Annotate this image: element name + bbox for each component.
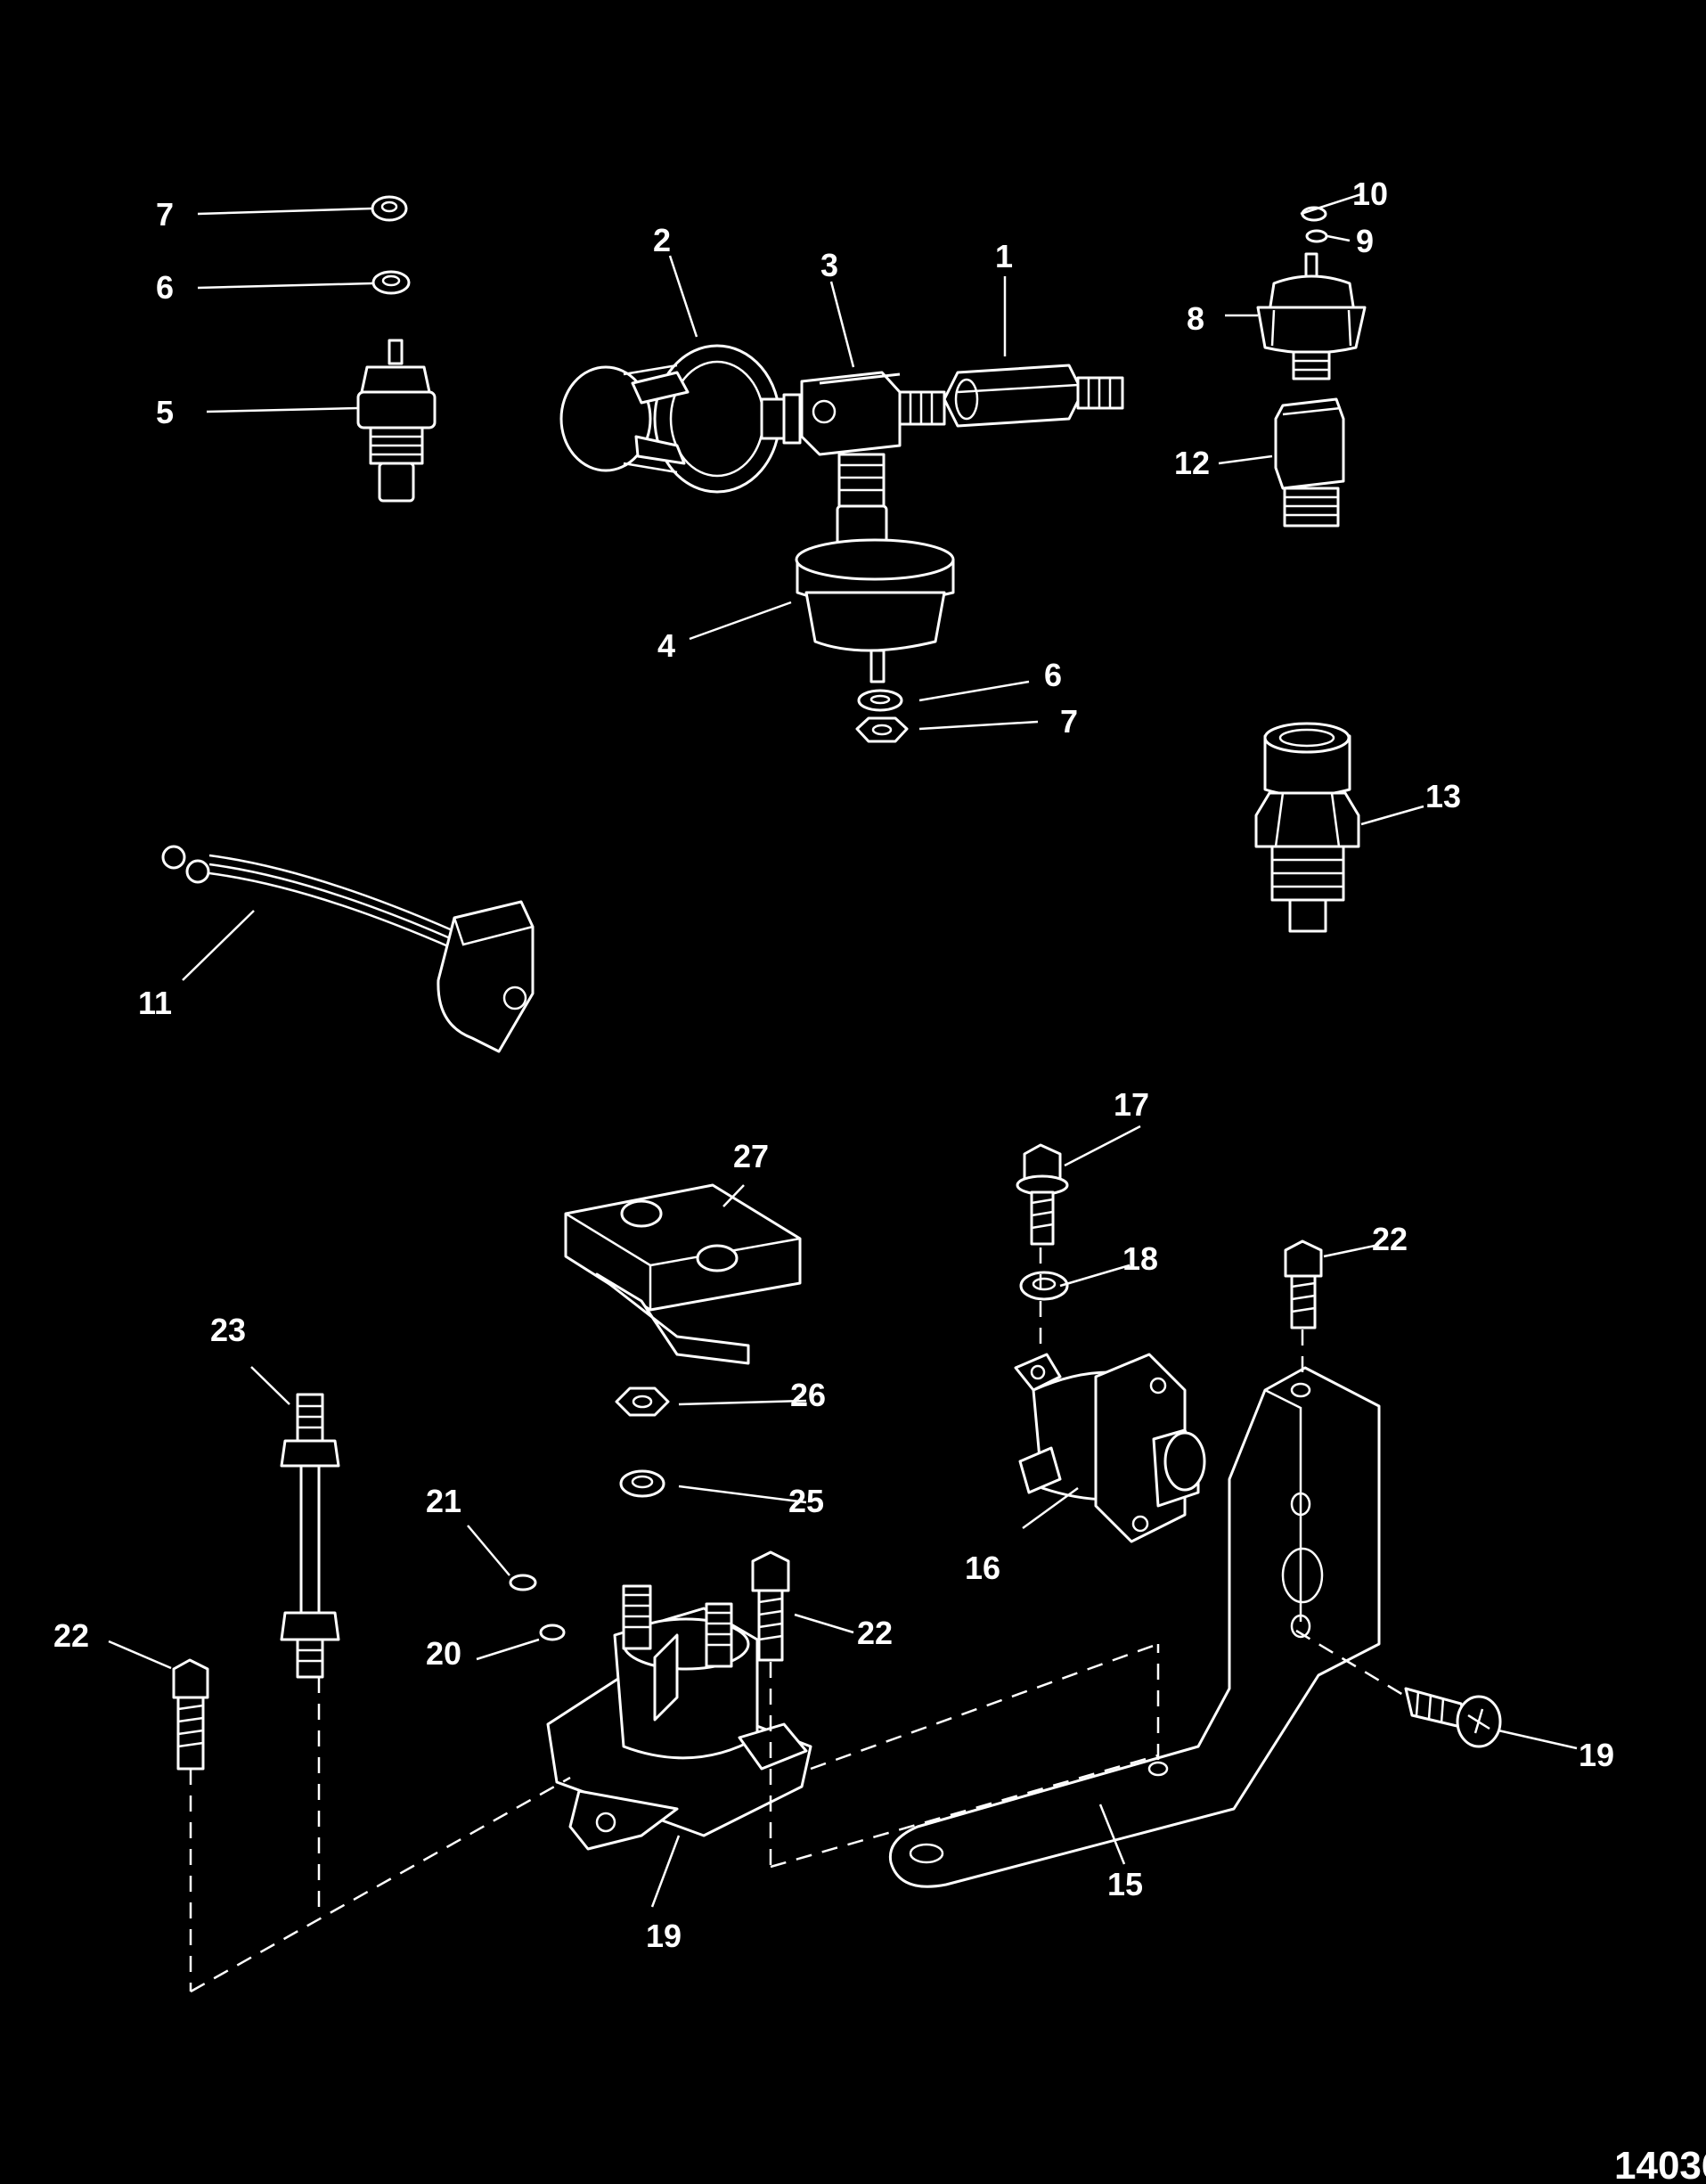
callout-9: 9 — [1356, 223, 1374, 259]
callout-23-left: 22 — [53, 1617, 89, 1654]
part-1-hex-adapter — [943, 364, 1124, 428]
part-6-washer-lower — [857, 689, 903, 712]
part-15-mounting-bracket — [888, 1366, 1381, 1888]
callout-25: 25 — [788, 1483, 824, 1519]
callout-5: 5 — [156, 394, 174, 430]
callout-12: 12 — [1174, 445, 1210, 481]
callout-27: 27 — [733, 1138, 769, 1174]
callout-23-right: 22 — [1372, 1221, 1408, 1257]
part-27-terminal-cover — [564, 1183, 802, 1365]
part-21-terminal-washer — [539, 1624, 566, 1641]
callout-24: 23 — [210, 1312, 246, 1348]
part-13-switch-fitting — [1254, 722, 1360, 933]
alignment-lines — [189, 1247, 1408, 1993]
callout-11: 11 — [138, 985, 172, 1021]
part-5-temperature-sender — [356, 339, 437, 503]
callout-17: 17 — [1114, 1086, 1149, 1123]
part-3-tee-fitting — [800, 371, 946, 510]
part-11-wire-sensor — [161, 845, 535, 1053]
part-4-pressure-switch — [795, 504, 955, 683]
leader-lines — [108, 192, 1578, 1908]
part-7-nut-top — [371, 195, 408, 222]
part-23-bolt-left — [172, 1658, 209, 1771]
callout-8: 8 — [1187, 300, 1204, 337]
callout-13: 13 — [1425, 778, 1461, 814]
callout-2: 2 — [653, 222, 671, 258]
part-23-bolt-right — [1284, 1239, 1323, 1329]
callout-22: 21 — [426, 1483, 461, 1519]
figure-reference-number: 14036 — [1614, 2144, 1706, 2184]
callout-6: 6 — [156, 269, 174, 306]
part-17-bolt — [1016, 1143, 1069, 1246]
callout-18: 18 — [1122, 1240, 1158, 1277]
callout-10: 10 — [1352, 176, 1388, 212]
part-18-lock-washer — [1019, 1271, 1069, 1301]
part-20-solenoid — [546, 1584, 812, 1851]
part-19-screw — [1404, 1687, 1502, 1748]
part-26-nut — [615, 1386, 670, 1417]
callout-labels: 7 6 5 2 3 1 4 6 7 10 9 8 12 13 11 27 26 … — [53, 176, 1614, 1954]
callout-20: 19 — [646, 1918, 682, 1954]
callout-7: 7 — [156, 196, 174, 233]
callout-19: 19 — [1579, 1737, 1614, 1773]
part-24-stud — [280, 1393, 340, 1679]
part-7-nut-lower — [855, 716, 909, 743]
part-23-bolt-center — [751, 1550, 790, 1662]
part-9-washer-small — [1305, 229, 1328, 243]
callout-1: 1 — [995, 238, 1013, 274]
callout-6-lower: 6 — [1044, 657, 1062, 693]
part-8-oil-pressure-sender — [1256, 252, 1367, 380]
part-25-lock-washer — [619, 1469, 665, 1498]
part-12-extension-adapter — [1274, 397, 1345, 528]
callout-23-center: 22 — [857, 1615, 893, 1651]
callout-15: 15 — [1107, 1866, 1143, 1902]
callout-7-lower: 7 — [1060, 703, 1078, 740]
part-22-terminal-nut — [509, 1574, 537, 1591]
callout-21: 20 — [426, 1635, 461, 1672]
callout-3: 3 — [820, 247, 838, 283]
callout-26: 26 — [790, 1377, 826, 1413]
callout-4: 4 — [657, 627, 675, 664]
part-2-pressure-sender — [559, 344, 802, 494]
callout-16: 16 — [965, 1550, 1000, 1586]
part-6-washer-top — [371, 270, 411, 295]
part-16-circuit-breaker — [1014, 1353, 1206, 1543]
